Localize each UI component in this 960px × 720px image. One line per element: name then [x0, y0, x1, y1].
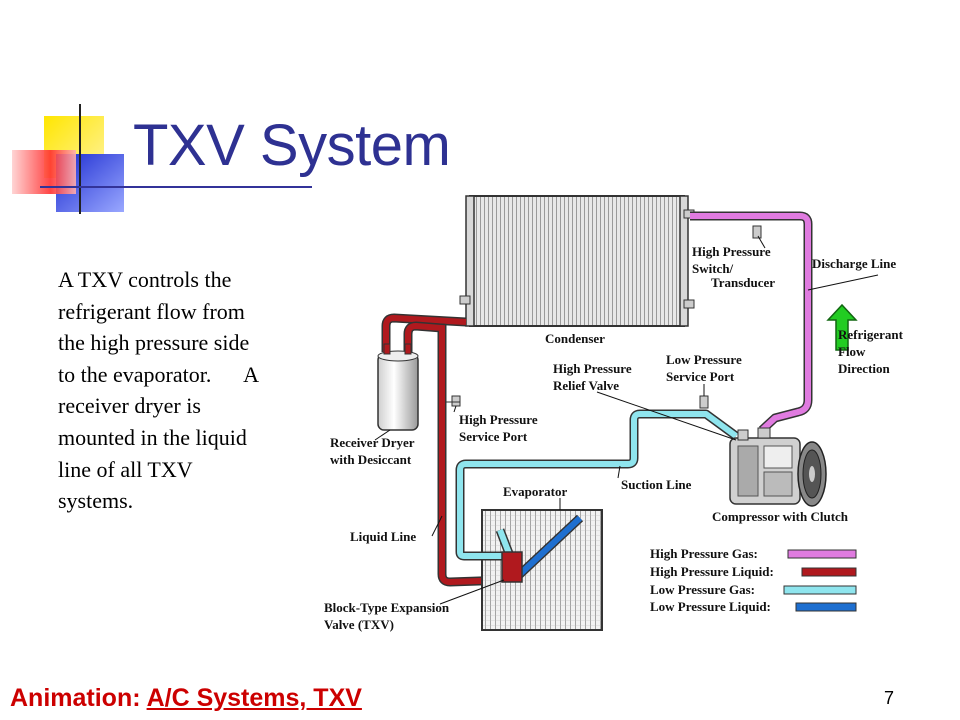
- body-line: mounted in the liquid: [58, 424, 247, 450]
- footer-animation: Animation: A/C Systems, TXV: [10, 684, 362, 713]
- label-hp-service-port: Service Port: [459, 429, 528, 444]
- label-suction-line: Suction Line: [621, 477, 692, 492]
- body-line: systems.: [58, 488, 134, 514]
- label-hp-switch: High Pressure: [692, 244, 771, 259]
- lp-service-port: [699, 395, 709, 409]
- legend-swatch: [787, 549, 857, 559]
- legend-swatch: [801, 567, 857, 577]
- compressor: [729, 427, 827, 507]
- label-hp-switch: Switch/: [692, 261, 734, 276]
- animation-link[interactable]: A/C Systems, TXV: [146, 684, 362, 712]
- slide-title: TXV System: [133, 113, 451, 178]
- body-line: receiver dryer is: [58, 393, 201, 419]
- flow-direction-arrow: [826, 303, 858, 351]
- label-flow-direction: Refrigerant: [838, 327, 904, 342]
- body-line: refrigerant flow from: [58, 298, 245, 324]
- page-number: 7: [884, 688, 895, 708]
- label-receiver-dryer: with Desiccant: [330, 452, 412, 467]
- legend-swatch: [783, 585, 857, 595]
- expansion-valve-block: [501, 551, 523, 583]
- label-expansion-valve: Block-Type Expansion: [324, 600, 450, 615]
- legend-label: High Pressure Gas:: [650, 546, 758, 561]
- evaporator: [481, 509, 603, 631]
- label-lp-service-port: Service Port: [666, 369, 735, 384]
- label-evaporator: Evaporator: [503, 484, 568, 499]
- body-line: the high pressure side: [58, 330, 250, 356]
- label-receiver-dryer: Receiver Dryer: [330, 435, 415, 450]
- body-line: A TXV controls the: [58, 267, 232, 292]
- hp-switch-fitting: [752, 225, 762, 239]
- receiver-dryer: [377, 343, 419, 431]
- label-liquid-line: Liquid Line: [350, 529, 416, 544]
- label-expansion-valve: Valve (TXV): [324, 617, 394, 632]
- legend-label: Low Pressure Liquid:: [650, 599, 771, 614]
- label-condenser: Condenser: [545, 331, 605, 346]
- legend-swatch: [795, 602, 857, 612]
- label-hp-service-port: High Pressure: [459, 412, 538, 427]
- hp-service-port: [451, 395, 461, 407]
- footer-prefix: Animation:: [10, 684, 147, 712]
- legend-label: High Pressure Liquid:: [650, 564, 774, 579]
- lp-liquid-pipe: [515, 515, 583, 579]
- label-hp-switch: Transducer: [711, 275, 775, 290]
- label-lp-service-port: Low Pressure: [666, 352, 742, 367]
- pipe-legend: High Pressure Gas: High Pressure Liquid:…: [650, 546, 857, 614]
- body-line: to the evaporator. A: [58, 361, 260, 387]
- title-underline: [40, 186, 312, 188]
- label-hp-relief-valve: High Pressure: [553, 361, 632, 376]
- condenser: [459, 195, 695, 327]
- txv-system-diagram: Condenser High Pressure Switch/ Transduc…: [324, 195, 904, 632]
- legend-label: Low Pressure Gas:: [650, 582, 755, 597]
- label-flow-direction: Direction: [838, 361, 891, 376]
- slide-body-text: A TXV controls the refrigerant flow from…: [58, 264, 308, 517]
- body-line: line of all TXV: [58, 456, 193, 482]
- label-discharge-line: Discharge Line: [812, 256, 896, 271]
- label-flow-direction: Flow: [838, 344, 866, 359]
- label-hp-relief-valve: Relief Valve: [553, 378, 619, 393]
- label-compressor: Compressor with Clutch: [712, 509, 849, 524]
